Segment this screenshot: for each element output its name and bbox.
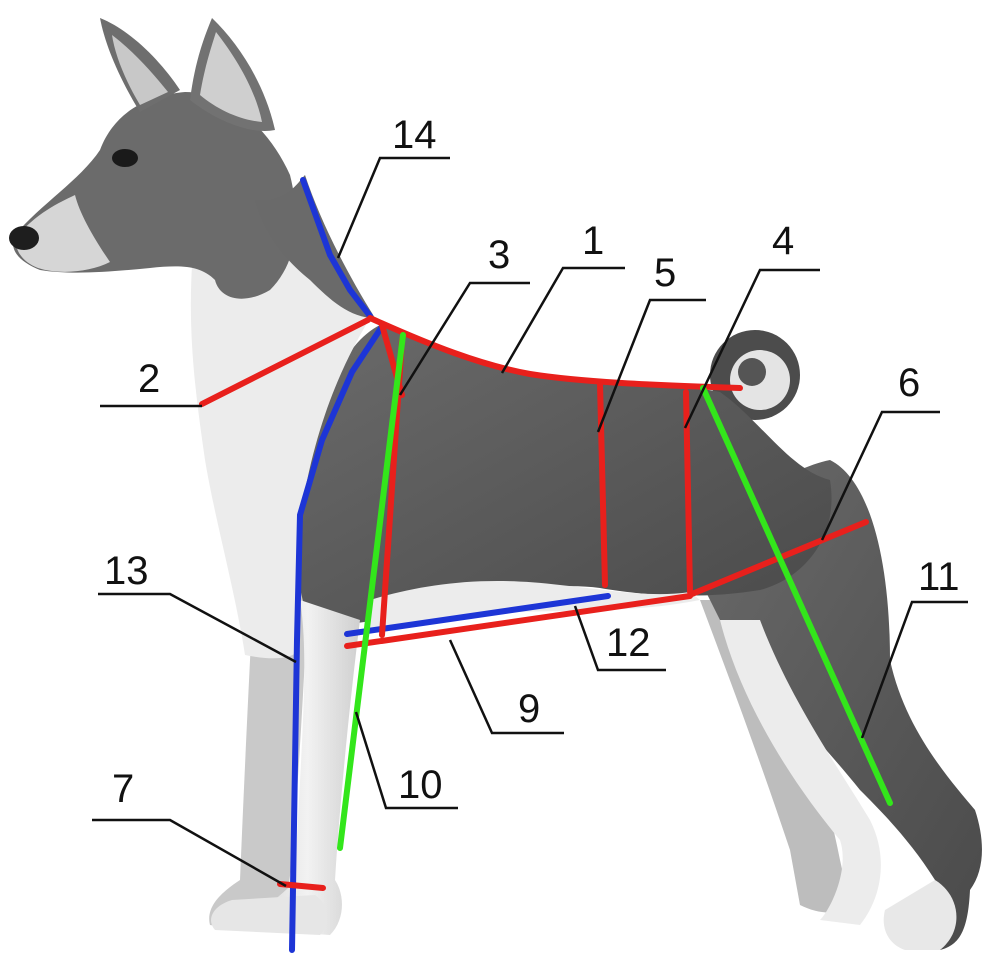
label-1: 1 [582,219,604,263]
leader-13 [98,592,297,664]
leader-11 [860,600,968,739]
measurement-13-line [289,322,386,953]
leader-6 [820,410,940,541]
measurement-2-line [199,317,371,407]
leader-7 [92,818,287,888]
label-6: 6 [898,361,920,405]
leader-12 [573,605,666,672]
measurement-10-line [337,332,406,851]
measurement-9-line [344,593,693,649]
label-7: 7 [112,767,134,811]
label-5: 5 [654,251,676,295]
measurement-12-line [344,593,611,637]
leader-10 [354,711,458,810]
measurement-14-line [300,177,373,319]
eye [112,149,138,167]
label-10: 10 [398,763,443,807]
fore-paw [211,895,327,935]
right-ear-inner [200,32,262,122]
leader-lines [92,156,968,888]
label-4: 4 [772,219,794,263]
dog-illustration [9,18,982,950]
measurement-11-line [700,385,893,806]
hind-lower-leg [720,620,881,925]
nose [9,226,39,250]
label-11: 11 [918,555,960,599]
label-13: 13 [104,549,149,593]
label-9: 9 [518,687,540,731]
leader-4 [683,268,820,429]
measurement-labels: 14 2 3 1 5 4 6 11 12 9 10 13 7 [104,113,960,811]
tail [710,330,800,420]
far-hind-leg [700,600,850,913]
hind-paw [883,880,957,950]
measurement-lines [199,177,893,953]
measurement-1-line [367,315,743,391]
label-3: 3 [488,233,510,277]
label-14: 14 [392,113,437,157]
leader-5 [596,298,706,433]
muzzle [16,195,111,272]
measurement-7-line [277,881,326,891]
leader-9 [448,639,564,735]
leader-1 [500,266,625,374]
leader-14 [336,156,450,259]
label-2: 2 [138,357,160,401]
left-ear-inner [112,35,168,105]
label-12: 12 [606,621,651,665]
foreleg [255,600,360,935]
leader-3 [398,281,530,396]
chest-neck [190,215,370,659]
measurement-5-line [597,381,608,588]
